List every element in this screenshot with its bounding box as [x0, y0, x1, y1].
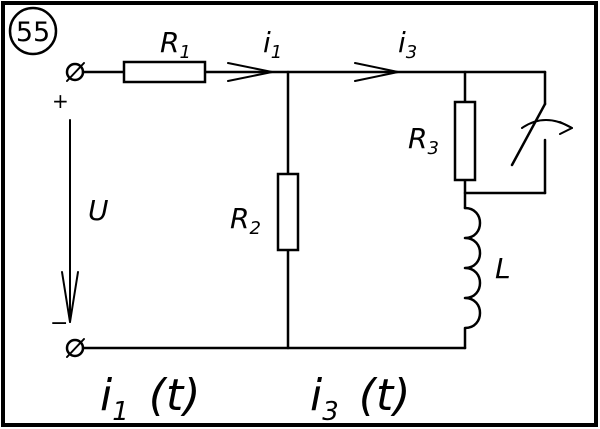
- plus-sign: +: [52, 89, 69, 113]
- terminal-bottom: [65, 338, 85, 358]
- problem-number-circle: [8, 6, 58, 56]
- label-l: L: [495, 252, 511, 285]
- label-r2: R2: [230, 202, 261, 239]
- resistor-r2: [276, 172, 300, 252]
- label-i3: i3: [398, 26, 417, 63]
- resistor-r1: [122, 60, 207, 84]
- label-i1: i1: [263, 26, 282, 63]
- current-arrow-i3: [354, 62, 399, 82]
- voltage-arrow-u: [61, 119, 79, 323]
- terminal-top: [65, 62, 85, 82]
- label-u: U: [88, 194, 109, 227]
- current-arrow-i1: [227, 62, 273, 82]
- bottom-text-i3: i3(t): [310, 370, 410, 427]
- label-r1: R1: [160, 26, 191, 63]
- bottom-text-i1: i1(t): [100, 370, 200, 427]
- label-r3: R3: [408, 122, 439, 159]
- problem-number: 55: [16, 17, 50, 48]
- minus-sign: −: [50, 311, 68, 336]
- resistor-r3: [453, 100, 477, 182]
- inductor-l: [463, 206, 482, 350]
- switch: [463, 70, 573, 195]
